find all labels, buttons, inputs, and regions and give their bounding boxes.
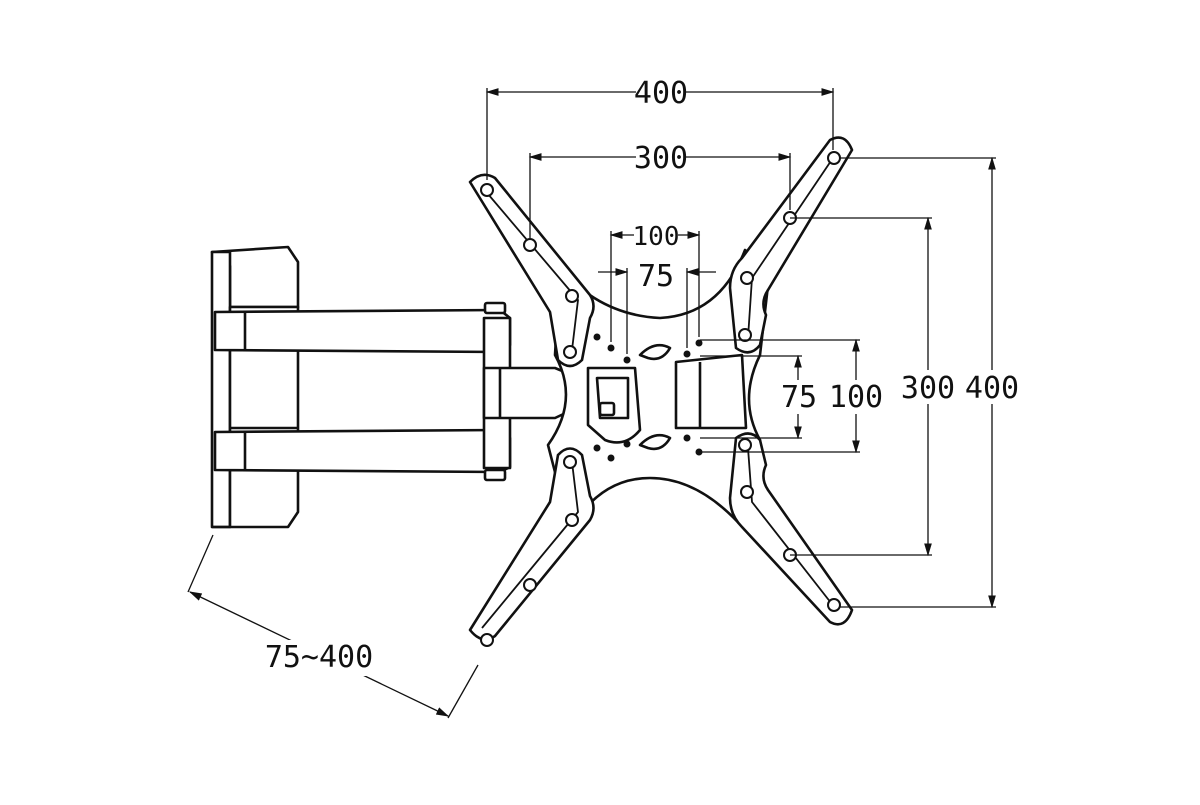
dim-vertical-75-label: 75 <box>781 380 817 415</box>
arm-bottom-right <box>728 432 854 626</box>
dim-vertical-300-label: 300 <box>901 371 955 406</box>
dim-top-outer-label: 400 <box>634 76 688 111</box>
bracket-arms <box>468 136 854 641</box>
arm-top-left <box>468 173 595 368</box>
dim-vertical-100-label: 100 <box>829 380 883 415</box>
dim-arm-extension-label: 75~400 <box>265 640 373 675</box>
dim-top-inner-label: 300 <box>634 141 688 176</box>
wall-plate <box>210 245 300 529</box>
vesa-plate <box>546 248 772 532</box>
swing-arms <box>213 301 574 482</box>
arm-top-right <box>728 136 854 354</box>
dim-vertical-400-label: 400 <box>965 371 1019 406</box>
dim-center-lower-label: 75 <box>638 259 674 294</box>
dim-center-upper-label: 100 <box>633 222 680 252</box>
